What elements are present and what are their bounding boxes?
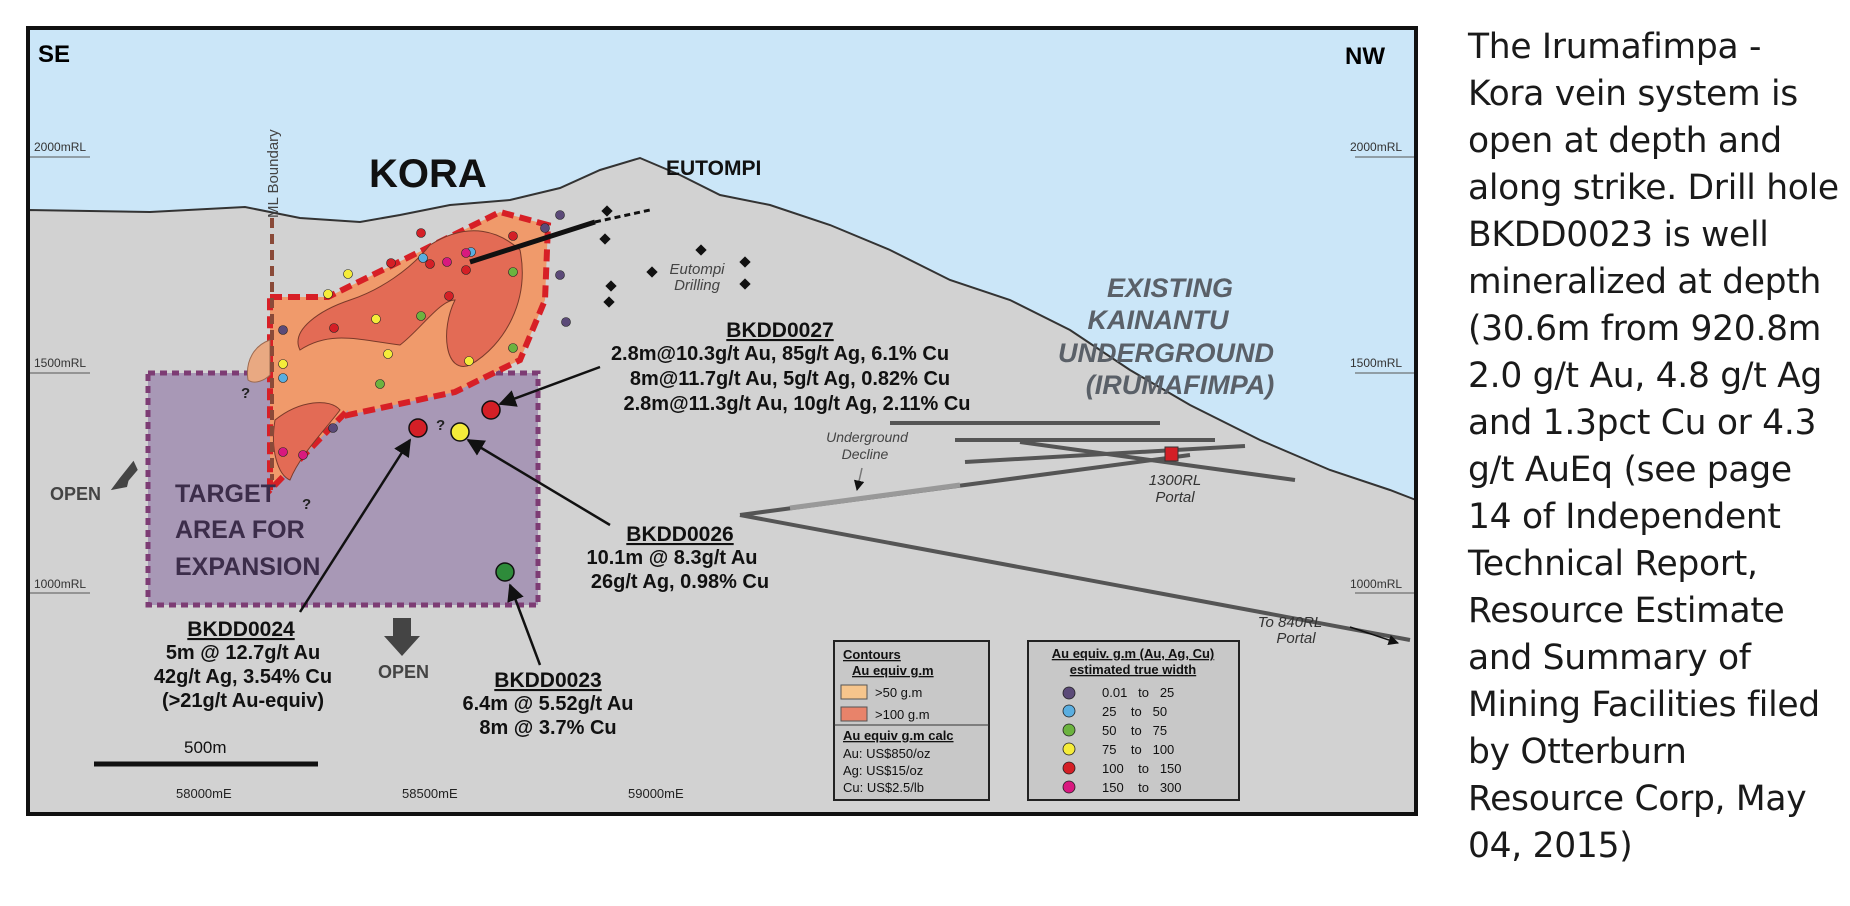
- sample-points: [278, 210, 571, 460]
- legend-points-item-2: 25 to 50: [1102, 704, 1167, 719]
- eutompi-drilling-2: Drilling: [674, 277, 721, 294]
- rl-left-1500: 1500mRL: [34, 356, 86, 370]
- question-mark-2: ?: [436, 417, 445, 434]
- bkdd0023-line-2: 8m @ 3.7% Cu: [479, 717, 616, 739]
- bkdd0024-marker: [408, 418, 428, 438]
- bkdd0027-line-1: 2.8m@10.3g/t Au, 85g/t Ag, 6.1% Cu: [611, 343, 949, 365]
- legend-calc-ag: Ag: US$15/oz: [843, 763, 923, 778]
- rl-ticks: [28, 156, 1416, 594]
- bkdd0023-leader: [507, 583, 542, 666]
- legend-points-item-3: 50 to 75: [1102, 723, 1167, 738]
- rl-right-1500: 1500mRL: [1350, 356, 1402, 370]
- legend-contours-item-100: >100 g.m: [875, 707, 930, 722]
- eutompi-label: EUTOMPI: [666, 157, 761, 180]
- decline-arrow: [853, 467, 865, 492]
- legend-calc-cu: Cu: US$2.5/lb: [843, 780, 924, 795]
- eutompi-drill-points: [599, 205, 751, 308]
- bkdd0027-marker: [481, 400, 501, 420]
- bkdd0024-line-3: (>21g/t Au-equiv): [162, 690, 324, 712]
- legend-calc-title: Au equiv g.m calc: [843, 728, 954, 743]
- open-bottom-label: OPEN: [378, 662, 429, 682]
- portal-840-2: Portal: [1276, 630, 1316, 647]
- figure-frame: [26, 26, 1418, 816]
- corner-nw: NW: [1345, 43, 1385, 70]
- figure-caption: The Irumafimpa - Kora vein system is ope…: [1468, 27, 1839, 866]
- bkdd0026-line-1: 10.1m @ 8.3g/t Au: [586, 547, 757, 569]
- easting-58000: 58000mE: [176, 786, 232, 801]
- open-left-arrow: [110, 460, 138, 491]
- underground-decline-1: Underground: [826, 429, 909, 445]
- underground-decline: [789, 482, 961, 511]
- bkdd0023-name: BKDD0023: [494, 669, 601, 692]
- portal-1300-1: 1300RL: [1149, 472, 1202, 489]
- legend-points-item-1: 0.01 to 25: [1102, 685, 1174, 700]
- easting-59000: 59000mE: [628, 786, 684, 801]
- legend-contours-item-50: >50 g.m: [875, 685, 922, 700]
- eutompi-drilling-1: Eutompi: [669, 261, 725, 278]
- bkdd0026-name: BKDD0026: [626, 523, 733, 546]
- rl-right-1000: 1000mRL: [1350, 577, 1402, 591]
- ml-boundary-label: ML Boundary: [265, 129, 282, 218]
- ore-body-high-lower: [272, 402, 341, 481]
- existing-4: (IRUMAFIMPA): [1086, 370, 1274, 400]
- ore-body-high: [297, 230, 523, 367]
- rl-right-2000: 2000mRL: [1350, 140, 1402, 154]
- bkdd0027-name: BKDD0027: [726, 319, 833, 342]
- bkdd0027-leader: [498, 365, 601, 407]
- bkdd0023-line-1: 6.4m @ 5.52g/t Au: [462, 693, 633, 715]
- legend-points-item-5: 100 to 150: [1102, 761, 1182, 776]
- easting-58500: 58500mE: [402, 786, 458, 801]
- legend-contours-swatch-50: [840, 684, 868, 700]
- portal-840-arrow: [1349, 626, 1399, 645]
- bkdd0024-line-2: 42g/t Ag, 3.54% Cu: [154, 666, 332, 688]
- target-label-1: TARGET: [175, 480, 276, 508]
- kora-label: KORA: [369, 152, 487, 196]
- legend-points-item-6: 150 to 300: [1102, 780, 1182, 795]
- open-bottom-arrow: [384, 618, 420, 656]
- scale-label: 500m: [184, 738, 227, 757]
- target-label-3: EXPANSION: [175, 553, 320, 581]
- question-mark-3: ?: [302, 496, 311, 513]
- bkdd0027-line-2: 8m@11.7g/t Au, 5g/t Ag, 0.82% Cu: [630, 368, 950, 390]
- portal-1300-2: Portal: [1155, 489, 1195, 506]
- legend-points-item-4: 75 to 100: [1102, 742, 1174, 757]
- legend-contours-subtitle: Au equiv g.m: [852, 663, 934, 678]
- rl-left-2000: 2000mRL: [34, 140, 86, 154]
- existing-2: KAINANTU: [1088, 305, 1230, 335]
- portal-1300-marker: [1164, 446, 1179, 462]
- legend-calc-au: Au: US$850/oz: [843, 746, 930, 761]
- legend-contours-title: Contours: [843, 647, 901, 662]
- bkdd0024-leader: [298, 438, 412, 613]
- bkdd0026-line-2: 26g/t Ag, 0.98% Cu: [591, 571, 769, 593]
- underground-decline-2: Decline: [842, 446, 889, 462]
- existing-3: UNDERGROUND: [1058, 338, 1274, 368]
- rl-left-1000: 1000mRL: [34, 577, 86, 591]
- open-left-label: OPEN: [50, 484, 101, 504]
- corner-se: SE: [38, 41, 70, 68]
- existing-1: EXISTING: [1107, 273, 1233, 303]
- target-label-2: AREA FOR: [175, 516, 305, 544]
- ore-body-fringe: [246, 339, 271, 383]
- bkdd0026-leader: [466, 438, 611, 527]
- legend-points-subtitle: estimated true width: [1070, 662, 1196, 677]
- legend-points: [1027, 640, 1240, 801]
- legend-points-title: Au equiv. g.m (Au, Ag, Cu): [1052, 646, 1215, 661]
- portal-840-1: To 840RL: [1258, 614, 1323, 631]
- bkdd0024-name: BKDD0024: [187, 618, 295, 641]
- bkdd0023-marker: [495, 562, 515, 582]
- question-mark-1: ?: [241, 385, 250, 402]
- bkdd0026-marker: [450, 422, 470, 442]
- eutompi-vein: [469, 219, 596, 265]
- bkdd0024-line-1: 5m @ 12.7g/t Au: [166, 642, 320, 664]
- legend-points-swatches: [1062, 686, 1076, 794]
- bkdd0027-line-3: 2.8m@11.3g/t Au, 10g/t Ag, 2.11% Cu: [623, 393, 970, 415]
- legend-contours-swatch-100: [840, 706, 868, 722]
